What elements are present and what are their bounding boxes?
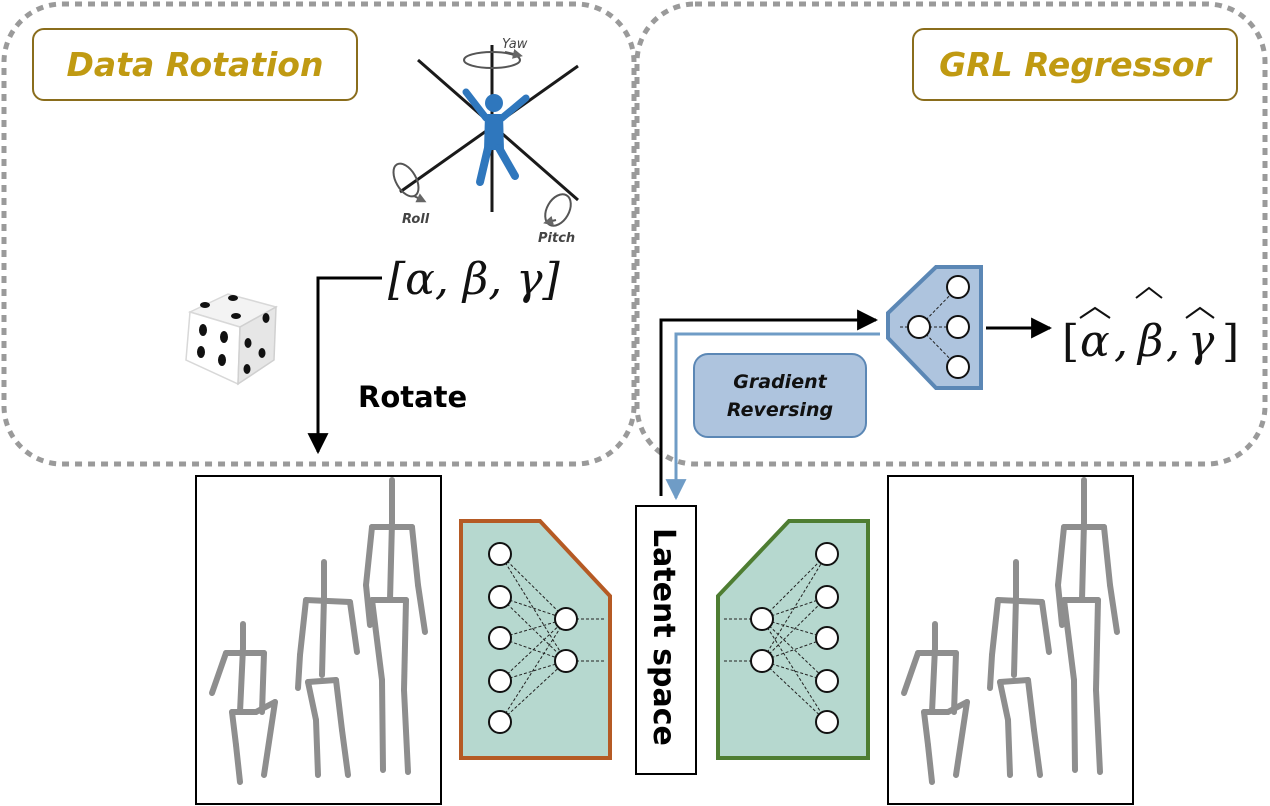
encoder-network — [459, 519, 612, 760]
predicted-open-bracket: [ — [1062, 316, 1079, 367]
skeleton-figure-icon — [901, 621, 970, 785]
latent-space-label: Latent space — [646, 528, 681, 746]
predicted-alpha: α — [1080, 316, 1110, 367]
output-skeleton-icons — [901, 477, 1120, 785]
yaw-label: Yaw — [502, 37, 528, 52]
pitch-label: Pitch — [538, 231, 575, 246]
predicted-hats — [1079, 286, 1215, 319]
skeleton-figure-icon — [363, 477, 428, 775]
gradient-reversing-label-line1: Gradient — [733, 371, 827, 393]
data-rotation-title-text: Data Rotation — [66, 45, 324, 84]
gradient-reversing-box — [693, 353, 867, 438]
input-angles: [α, β, γ] — [388, 254, 561, 305]
latent-space-box — [635, 505, 697, 775]
roll-label: Roll — [402, 212, 430, 227]
decoder-nodes — [750, 542, 839, 734]
skeleton-figure-icon — [209, 621, 278, 785]
predicted-beta: β — [1136, 316, 1163, 367]
rotate-label: Rotate — [358, 380, 467, 414]
predicted-gamma: γ — [1188, 316, 1215, 367]
predicted-comma-1: , — [1114, 316, 1128, 367]
regressor-nodes — [907, 275, 970, 379]
decoder-network — [716, 519, 870, 760]
latent-to-regressor-arrow — [659, 309, 879, 496]
skeleton-figure-icon — [295, 559, 360, 778]
rotate-arrow — [307, 276, 382, 455]
gradient-reversing-arrow — [665, 332, 880, 501]
skeleton-figure-icon — [987, 559, 1052, 778]
predicted-close-bracket: ] — [1222, 316, 1239, 367]
encoder-nodes — [488, 542, 578, 734]
grl-regressor-panel — [634, 1, 1268, 467]
predicted-comma-2: , — [1166, 316, 1180, 367]
input-skeleton-icons — [209, 477, 428, 785]
skeleton-figure-icon — [1055, 477, 1120, 775]
human-rotation-axes-icon — [392, 45, 579, 227]
grl-regressor-title-text: GRL Regressor — [939, 45, 1211, 84]
data-rotation-title: Data Rotation — [32, 28, 358, 101]
dice-icon — [185, 293, 278, 386]
predicted-angles: [ α , β , γ ] — [1062, 316, 1239, 367]
gradient-reversing-label-line2: Reversing — [727, 399, 833, 421]
grl-regressor-title: GRL Regressor — [912, 28, 1238, 101]
